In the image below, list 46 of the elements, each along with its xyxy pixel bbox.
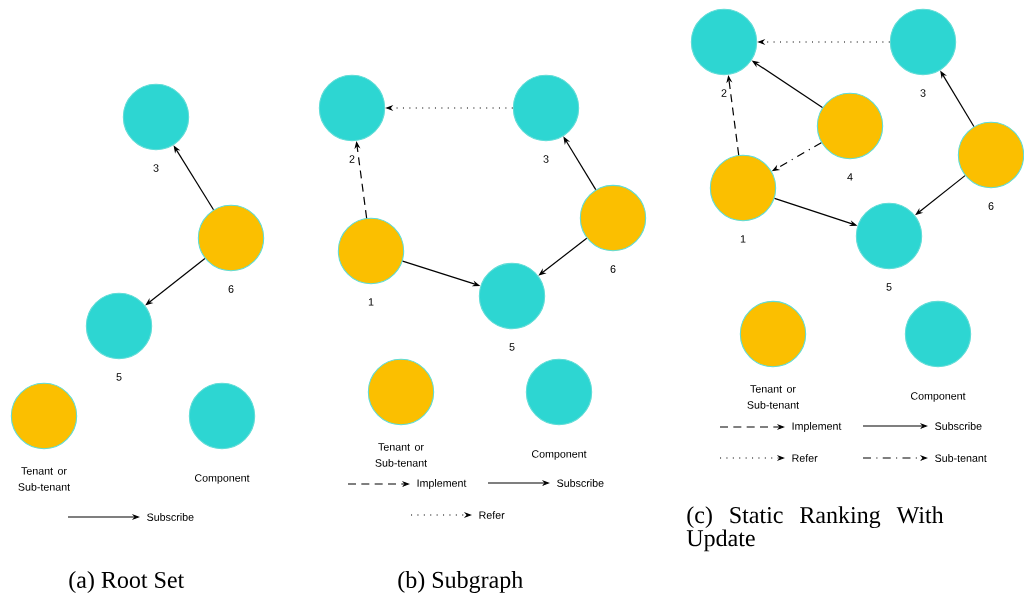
legend-label: Implement: [417, 479, 467, 489]
node-label: 5: [886, 283, 892, 291]
circle-node: 5: [85, 292, 153, 381]
legend-label: Tenant or Sub-tenant: [747, 385, 799, 409]
legend-label: Subscribe: [557, 479, 604, 487]
circle-node: 6: [579, 184, 647, 273]
arrow: [145, 257, 206, 306]
circle-node: 5: [855, 202, 923, 291]
circle-node: 5: [478, 262, 546, 351]
subfigure-caption: (b) Subgraph: [398, 571, 523, 593]
node-label: 6: [228, 285, 234, 293]
legend-label: Refer: [479, 511, 505, 519]
legend-label: Subscribe: [147, 513, 194, 521]
circle-node: 1: [337, 217, 405, 306]
circle-node: 2: [690, 8, 758, 97]
legend-label: Component: [911, 392, 966, 402]
legend-label: Refer: [792, 454, 818, 462]
node-label: 2: [721, 89, 727, 97]
circle-node: 3: [512, 74, 580, 163]
circle-node: 1: [709, 154, 777, 243]
circle-node: 3: [889, 8, 957, 97]
node-label: 5: [116, 373, 122, 381]
node-label: 5: [509, 343, 515, 351]
subfigure-caption: (c) Static Ranking With Update: [686, 506, 944, 552]
circle-node: 6: [197, 204, 265, 293]
node-label: 3: [920, 89, 926, 97]
node-label: 4: [847, 173, 853, 181]
node-label: 1: [740, 235, 746, 243]
circle-node: 6: [957, 121, 1024, 210]
legend-label: Implement: [792, 422, 842, 432]
node-label: 6: [610, 265, 616, 273]
node-label: 1: [368, 298, 374, 306]
circle-node: 2: [318, 74, 386, 163]
legend-label: Sub-tenant: [935, 454, 987, 462]
legend-label: Tenant or Sub-tenant: [375, 443, 427, 467]
node-label: 6: [988, 202, 994, 210]
legend-label: Component: [532, 450, 587, 460]
circle-node: 3: [122, 83, 190, 172]
node-label: 3: [153, 164, 159, 172]
node-label: 3: [543, 155, 549, 163]
node-label: 2: [349, 155, 355, 163]
circle-node: 4: [816, 92, 884, 181]
subfigure-caption: (a) Root Set: [69, 571, 185, 593]
legend-label: Subscribe: [935, 422, 982, 430]
legend-label: Tenant or Sub-tenant: [18, 467, 70, 491]
legend-label: Component: [195, 474, 250, 484]
